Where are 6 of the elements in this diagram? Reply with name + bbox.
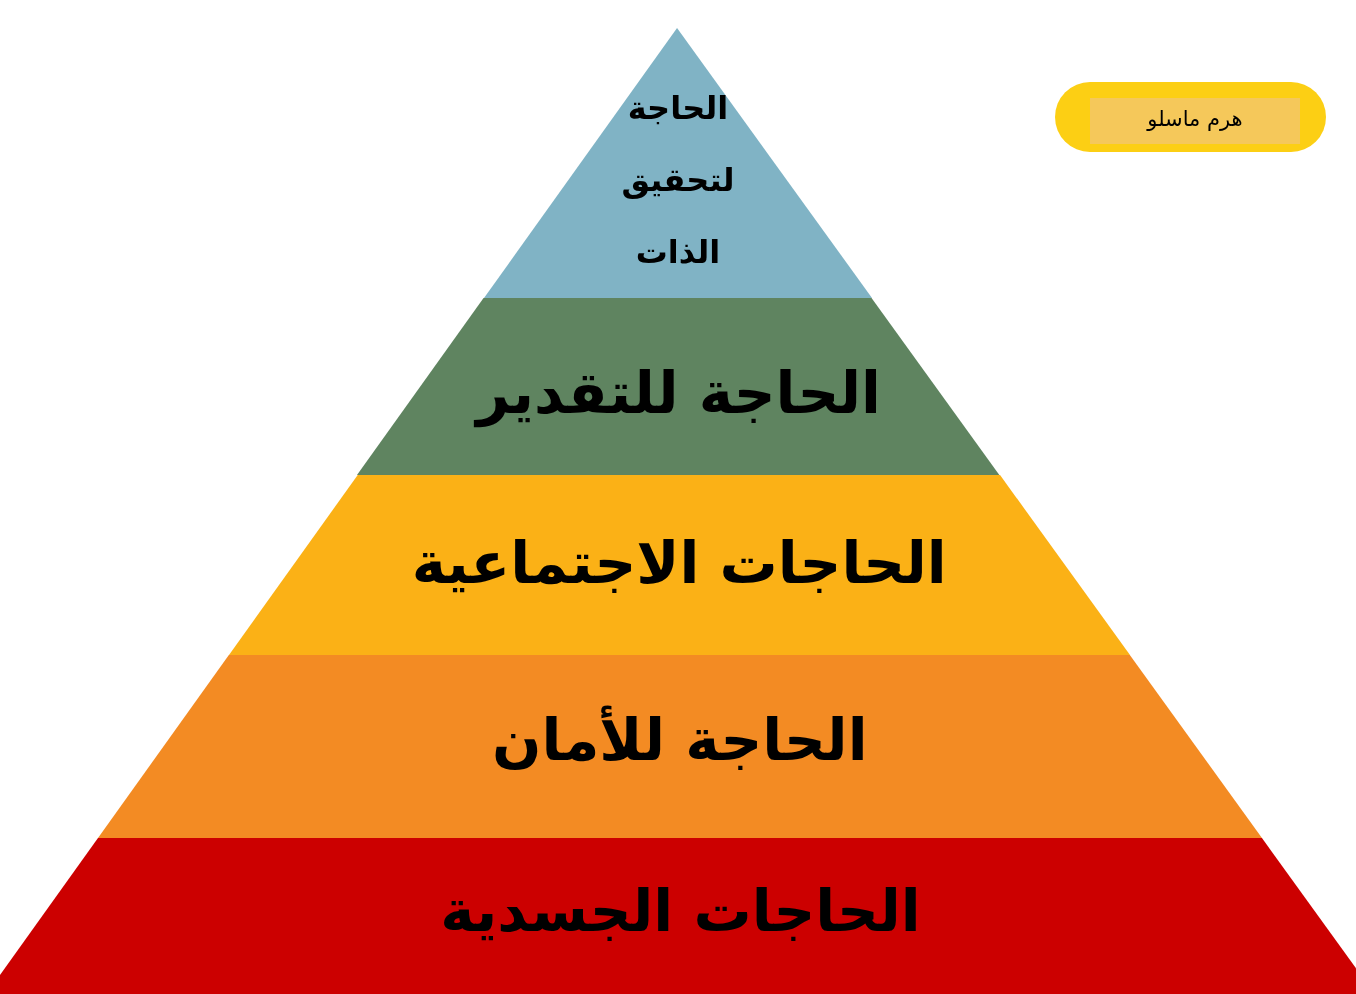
level-label: الحاجة للأمان [491, 705, 869, 775]
level-label: الحاجة للتقدير [418, 358, 939, 428]
level-label: الحاجات الاجتماعية [410, 528, 948, 598]
badge-title: هرم ماسلو [1145, 106, 1244, 133]
level-label: الحاجة لتحقيق الذات [620, 88, 736, 273]
level-label: الحاجات الجسدية [439, 876, 922, 946]
